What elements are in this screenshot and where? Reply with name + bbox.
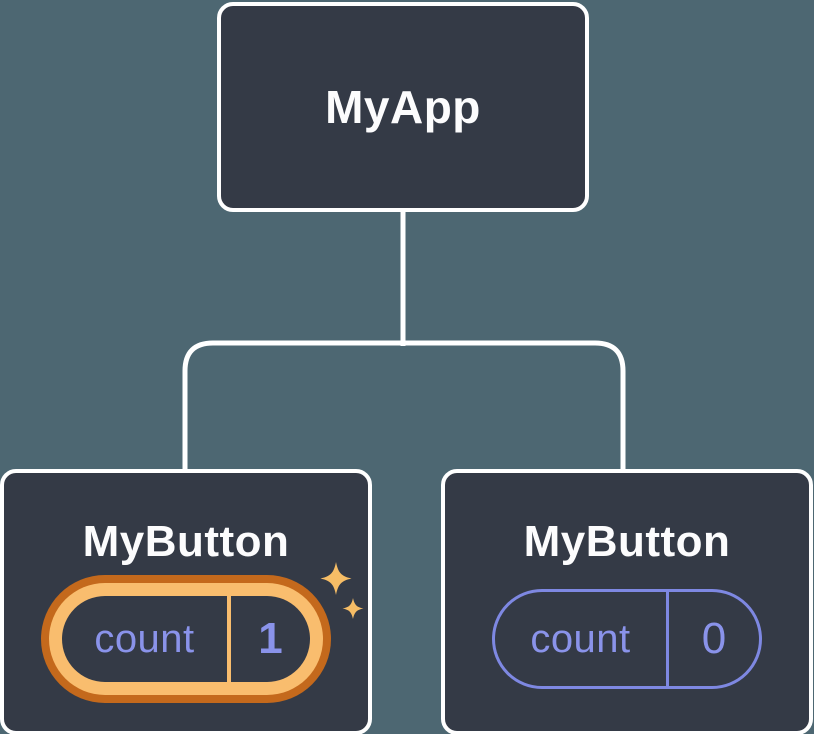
node-mybutton-right: MyButton count 0 (441, 469, 813, 734)
node-mybutton-left-label: MyButton (82, 517, 290, 566)
node-myapp-label: MyApp (325, 81, 481, 133)
state-value: 0 (701, 614, 727, 663)
state-pill-highlighted: count 1 (41, 575, 331, 703)
state-pill-divider (227, 596, 231, 682)
state-key: count (530, 616, 631, 661)
connector-branch-bracket (182, 340, 626, 471)
node-mybutton-right-label: MyButton (523, 517, 731, 566)
state-pill-divider (666, 592, 669, 686)
sparkle-icon (320, 562, 364, 619)
state-pill-core: count 1 (62, 596, 310, 682)
state-pill-plain: count 0 (492, 589, 762, 689)
node-myapp: MyApp (217, 2, 589, 212)
state-pill-highlight-ring: count 1 (49, 583, 323, 695)
node-mybutton-left: MyButton count 1 (0, 469, 372, 734)
sparkle-small (342, 598, 364, 619)
sparkle-large (320, 562, 352, 595)
state-key: count (94, 616, 195, 661)
state-value: 1 (258, 614, 283, 663)
